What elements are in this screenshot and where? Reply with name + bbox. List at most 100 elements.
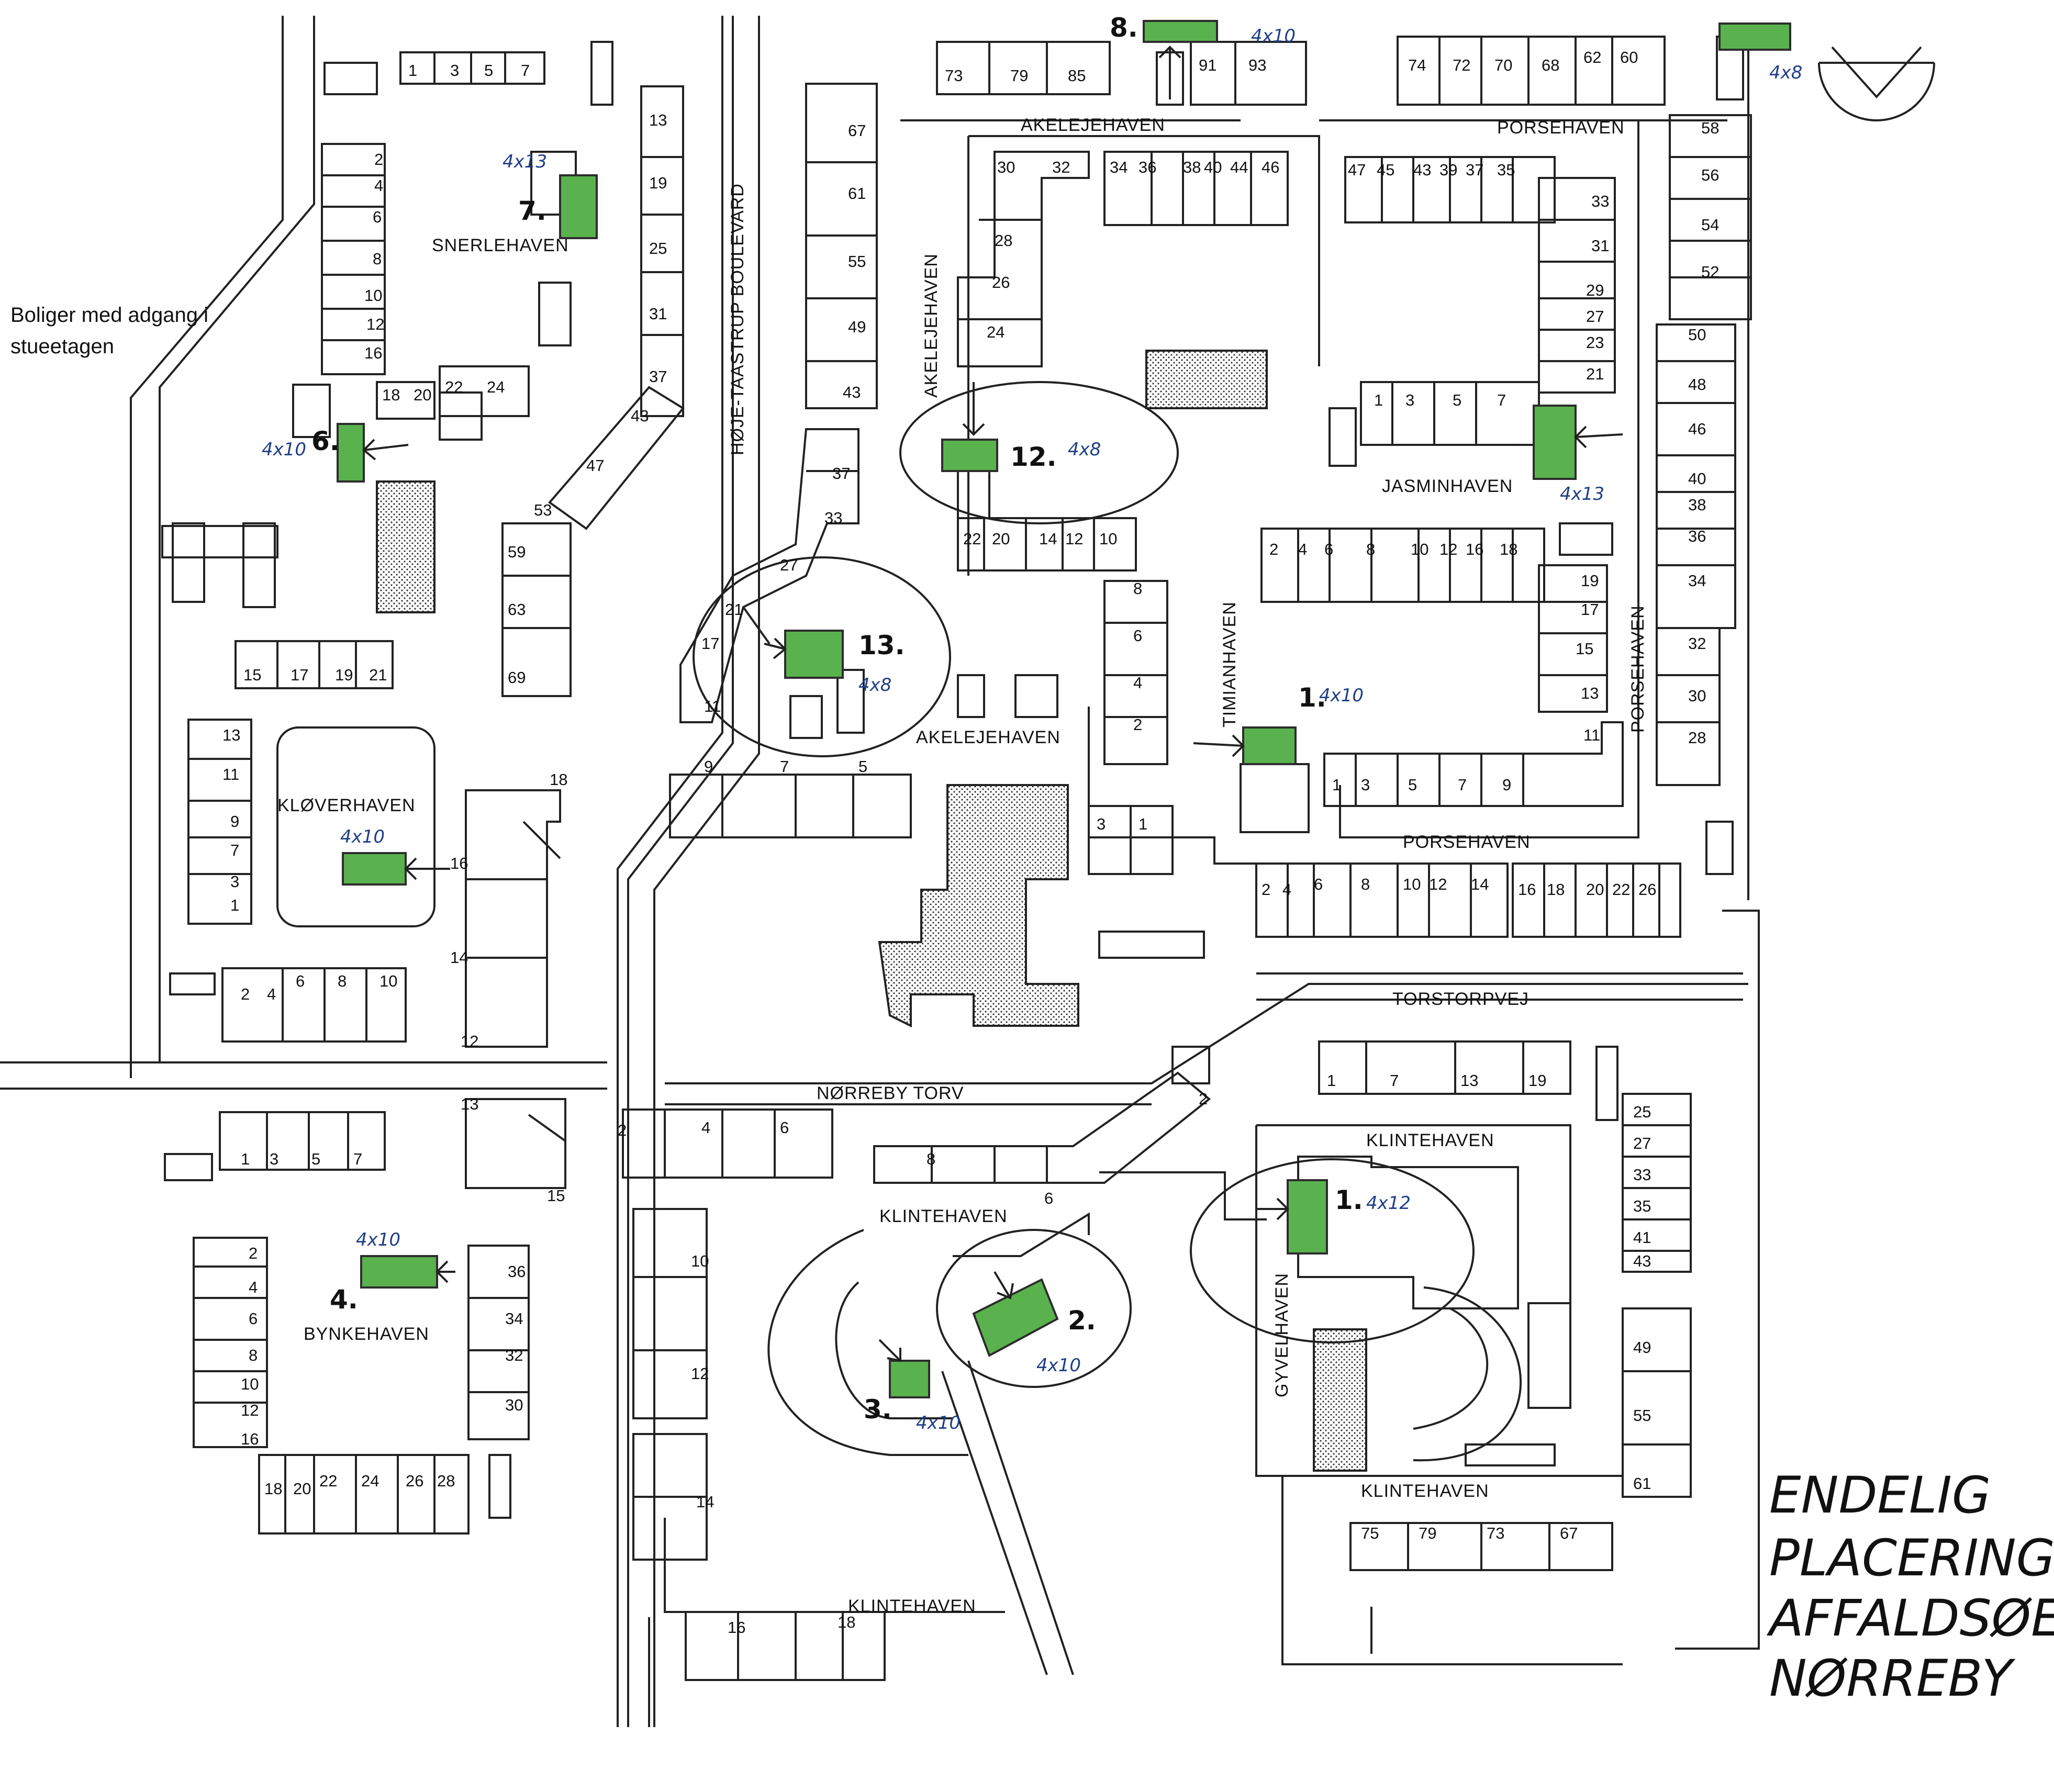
house-number: 33 [824, 509, 842, 527]
house-number: 26 [406, 1472, 423, 1490]
house-number: 10 [241, 1375, 259, 1393]
house-number: 46 [1262, 158, 1279, 176]
street-label: KLINTEHAVEN [848, 1596, 976, 1616]
house-number: 21 [369, 666, 387, 684]
house-number: 43 [631, 407, 649, 425]
house-number: 38 [1688, 496, 1706, 514]
bin-size-label: 4x8 [858, 675, 891, 696]
house-number: 24 [987, 323, 1004, 341]
house-number: 48 [1688, 375, 1706, 394]
house-number: 1 [408, 61, 417, 80]
house-number: 5 [1453, 391, 1461, 409]
house-number: 14 [1039, 530, 1057, 548]
legend: Boliger med adgang i stueetagen [10, 304, 208, 358]
house-number: 1 [230, 896, 239, 914]
house-number: 3 [230, 872, 239, 891]
house-number: 4 [1282, 880, 1291, 899]
house-number: 74 [1408, 56, 1426, 74]
title-line-2: PLACERING AF [1769, 1529, 2054, 1587]
house-number: 63 [508, 600, 526, 619]
house-number: 47 [586, 456, 604, 475]
house-number: 10 [1099, 530, 1117, 548]
house-number: 4 [267, 985, 276, 1003]
street-label: BYNKEHAVEN [304, 1324, 429, 1344]
arrows [362, 46, 1623, 1362]
house-number: 10 [691, 1252, 709, 1270]
handwritten-title: ENDELIG PLACERING AF AFFALDSØER I NØRREB… [1766, 1466, 2054, 1708]
house-number: 4 [1298, 540, 1307, 558]
house-number: 15 [547, 1186, 565, 1205]
house-number: 3 [1405, 391, 1414, 409]
house-number: 22 [1612, 880, 1630, 899]
house-number: 69 [508, 668, 526, 687]
bin-annotations: 4x13 7. 4x10 6. 4x10 4x10 4. 4x8 13. 4x8… [262, 13, 1802, 1433]
bin-size-label: 4x13 [503, 151, 547, 172]
house-number: 8 [1361, 875, 1370, 893]
house-number: 2 [1269, 540, 1278, 558]
house-number: 6 [296, 972, 305, 990]
bin-size-label: 4x10 [1319, 685, 1364, 706]
house-number: 18 [550, 770, 567, 789]
north-arrow-icon [1818, 46, 1935, 121]
house-number: 73 [1487, 1524, 1504, 1542]
house-number: 61 [848, 184, 866, 203]
house-number: 16 [1466, 540, 1483, 558]
bin-timian [1242, 726, 1297, 765]
house-number: 8 [926, 1150, 935, 1168]
house-number: 33 [1633, 1166, 1651, 1184]
house-number: 6 [1044, 1189, 1053, 1207]
house-number: 59 [508, 543, 526, 561]
street-label: AKELEJEHAVEN [921, 253, 941, 398]
house-number: 25 [1633, 1103, 1651, 1121]
street-label: TIMIANHAVEN [1220, 601, 1240, 727]
house-number: 36 [1138, 158, 1156, 176]
bin-number-label: 13. [858, 630, 905, 660]
house-number: 79 [1419, 1524, 1436, 1542]
house-number: 67 [848, 121, 866, 140]
house-number: 35 [1497, 161, 1515, 179]
house-number: 34 [1110, 158, 1128, 176]
house-number: 45 [1377, 161, 1394, 179]
bin-gyvel [1287, 1179, 1328, 1255]
house-number: 34 [1688, 572, 1706, 590]
house-number: 4 [374, 176, 383, 195]
street-label: PORSEHAVEN [1403, 832, 1531, 852]
bin-jasmin [1533, 405, 1577, 480]
bin-size-label: 4x13 [1560, 484, 1604, 505]
house-number: 2 [241, 985, 250, 1003]
house-number: 17 [701, 634, 719, 653]
house-number: 54 [1701, 216, 1719, 234]
house-number: 62 [1583, 48, 1601, 66]
house-number: 9 [1502, 776, 1511, 794]
street-label: PORSEHAVEN [1497, 118, 1625, 138]
street-labels: SNERLEHAVEN KLØVERHAVEN BYNKEHAVEN HØJE-… [277, 115, 1648, 1616]
house-number: 27 [1633, 1134, 1651, 1152]
house-number: 73 [945, 66, 963, 85]
house-number: 55 [848, 252, 866, 271]
street-label: AKELEJEHAVEN [916, 727, 1061, 747]
house-number: 16 [241, 1430, 259, 1448]
street-label: KLØVERHAVEN [277, 796, 416, 815]
house-number: 18 [1547, 880, 1565, 899]
house-number: 21 [1586, 365, 1604, 383]
house-number: 20 [414, 386, 431, 404]
house-number: 37 [1466, 161, 1483, 179]
house-number: 60 [1620, 48, 1638, 66]
house-number: 8 [1366, 540, 1375, 558]
house-number: 2 [618, 1121, 627, 1139]
bin-size-label: 4x12 [1366, 1193, 1411, 1214]
house-number: 7 [353, 1150, 362, 1168]
bin-number-label: 1. [1298, 682, 1326, 713]
house-number: 53 [534, 501, 552, 519]
house-number: 19 [649, 174, 667, 192]
house-number: 79 [1010, 66, 1028, 85]
house-number: 75 [1361, 1524, 1379, 1542]
house-number: 32 [1688, 634, 1706, 653]
house-number: 28 [995, 231, 1012, 250]
house-number: 58 [1701, 119, 1719, 137]
house-number: 7 [1497, 391, 1506, 409]
house-number: 15 [243, 666, 261, 684]
house-number: 11 [222, 765, 239, 783]
bin-2 [972, 1278, 1059, 1357]
house-number: 10 [1411, 540, 1428, 558]
